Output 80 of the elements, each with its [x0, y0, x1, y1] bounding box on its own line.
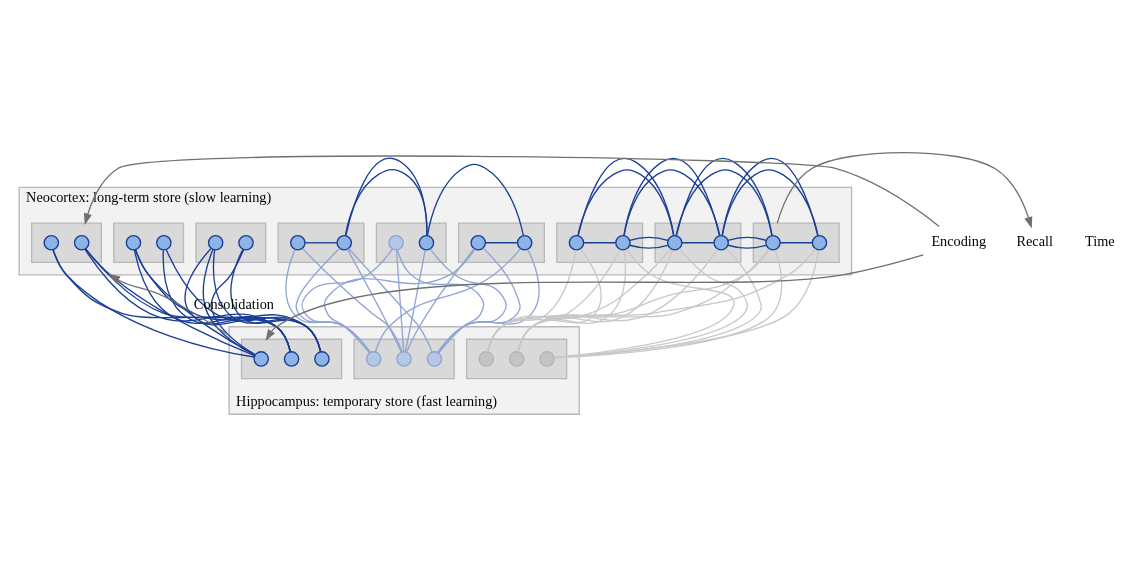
- node-circle: [568, 235, 585, 251]
- connector: [779, 242, 813, 244]
- node-circle: [615, 235, 631, 251]
- arrow: [108, 273, 230, 337]
- connector: [675, 158, 773, 237]
- connector: [405, 248, 475, 353]
- node-circle: [125, 235, 142, 251]
- node-circle: [811, 235, 828, 251]
- connector: [133, 249, 292, 353]
- arrow: [776, 151, 1033, 229]
- node-circle: [470, 235, 487, 251]
- node-circle: [73, 235, 90, 251]
- connector: [304, 242, 338, 244]
- connector: [165, 248, 322, 353]
- cluster: [654, 222, 742, 264]
- cluster: [195, 222, 267, 264]
- node-circle: [508, 351, 525, 367]
- node-circle: [516, 235, 533, 251]
- connector: [346, 248, 403, 353]
- node-circle: [666, 235, 683, 251]
- node-circle: [283, 351, 300, 367]
- connector: [184, 248, 291, 353]
- connector: [230, 248, 322, 353]
- node-circle: [43, 235, 60, 251]
- connector: [681, 242, 715, 244]
- connector: [162, 249, 292, 353]
- connector: [437, 247, 521, 354]
- connector: [577, 158, 675, 237]
- cluster: [30, 222, 102, 264]
- node-circle: [713, 235, 729, 251]
- cluster: [556, 222, 644, 264]
- node-circle: [396, 351, 412, 367]
- connector: [134, 249, 256, 356]
- node-circle: [765, 235, 781, 251]
- arrow: [83, 155, 940, 228]
- connector: [323, 248, 476, 354]
- node-circle: [336, 235, 353, 251]
- node-circle: [156, 235, 172, 251]
- arrow: [265, 254, 924, 341]
- node-circle: [388, 235, 404, 251]
- connector: [437, 248, 540, 354]
- node-circle: [478, 351, 495, 367]
- node-text: Recall: [1016, 233, 1053, 250]
- cluster: [465, 338, 568, 380]
- connector: [721, 158, 819, 237]
- connector: [344, 157, 428, 237]
- cluster: Neocortex: long-term store (slow learning): [18, 186, 853, 276]
- connector: [727, 236, 767, 249]
- cluster: [277, 222, 365, 264]
- node-circle: [253, 351, 269, 367]
- cluster: [353, 338, 455, 380]
- connector: [134, 249, 322, 353]
- cluster: [240, 338, 343, 380]
- connector: [347, 247, 433, 353]
- connector: [374, 248, 522, 353]
- connector: [212, 249, 322, 353]
- connector: [395, 249, 405, 353]
- node-circle: [290, 235, 306, 251]
- node-circle: [238, 235, 254, 251]
- connector: [52, 249, 255, 358]
- node-circle: [426, 351, 443, 367]
- connector: [623, 158, 721, 237]
- cluster: [375, 222, 447, 264]
- node-circle: [539, 351, 555, 367]
- node-circle: [418, 235, 435, 251]
- connector: [629, 236, 669, 249]
- node-text: Encoding: [931, 233, 987, 250]
- node-circle: [365, 351, 382, 367]
- node-circle: [207, 235, 224, 251]
- cluster: [752, 222, 840, 264]
- connector: [583, 242, 617, 244]
- cluster: [113, 222, 185, 264]
- connector: [404, 249, 426, 353]
- connector: [426, 163, 525, 237]
- cluster: [457, 222, 545, 264]
- connector: [85, 248, 256, 357]
- connector: [396, 249, 485, 354]
- connector: [484, 242, 518, 244]
- node-circle: [314, 351, 330, 367]
- label: Time: [1085, 233, 1115, 250]
